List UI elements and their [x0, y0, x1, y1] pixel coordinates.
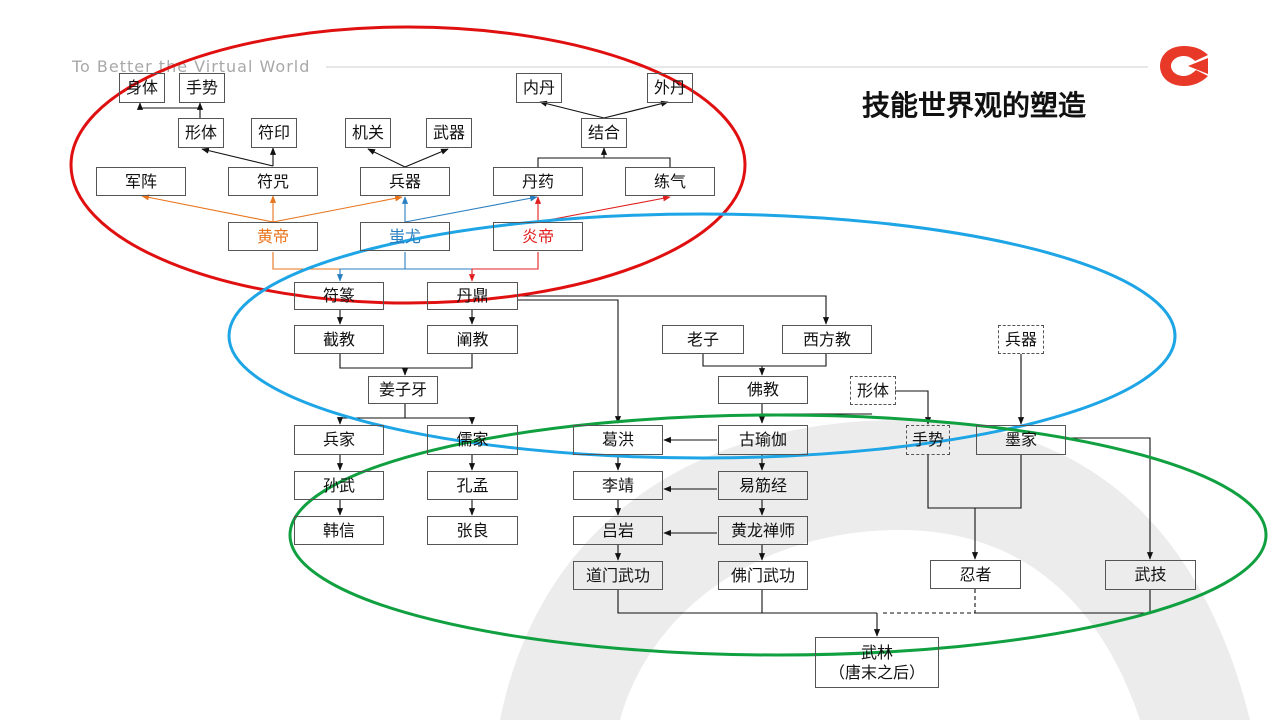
node-mojia: 墨家 — [976, 425, 1066, 455]
node-bingjia: 兵家 — [294, 425, 384, 455]
node-laozi: 老子 — [662, 325, 744, 354]
node-fuyin: 符印 — [251, 118, 297, 148]
node-danding: 丹鼎 — [427, 282, 518, 310]
node-zhangliang: 张良 — [427, 516, 518, 545]
node-shoushi-top: 手势 — [179, 73, 225, 103]
node-sunwu: 孙武 — [294, 471, 384, 500]
node-bingqi-right: 兵器 — [998, 325, 1044, 354]
node-yijinjing: 易筋经 — [718, 471, 808, 500]
ellipse-blue-group — [227, 212, 1177, 460]
node-fuzhuan: 符篆 — [294, 282, 384, 310]
node-kongmeng: 孔孟 — [427, 471, 518, 500]
page-title: 技能世界观的塑造 — [862, 89, 1087, 122]
node-jiangziya: 姜子牙 — [368, 376, 438, 404]
node-shenti: 身体 — [119, 73, 165, 103]
node-gehong: 葛洪 — [573, 425, 663, 455]
node-chanjiao: 阐教 — [427, 325, 518, 354]
node-daomenwugong: 道门武功 — [573, 561, 663, 590]
node-neidan: 内丹 — [516, 73, 562, 103]
node-xingti-right: 形体 — [850, 376, 896, 405]
node-rujia: 儒家 — [427, 425, 518, 455]
node-waidan: 外丹 — [647, 73, 693, 103]
tagline: To Better the Virtual World — [72, 57, 311, 76]
node-fomenwugong: 佛门武功 — [718, 561, 808, 590]
background-swoosh — [500, 420, 1250, 720]
node-shoushi-right: 手势 — [906, 425, 950, 455]
node-fuzhou: 符咒 — [228, 167, 318, 196]
node-junzhen: 军阵 — [96, 167, 186, 196]
node-lianqi: 练气 — [625, 167, 715, 196]
node-guyujia: 古瑜伽 — [718, 425, 808, 455]
node-chiyou: 蚩尤 — [360, 222, 450, 251]
ellipse-green-group — [288, 413, 1268, 657]
node-jiguan: 机关 — [345, 118, 391, 148]
node-wulin-note: （唐末之后） — [828, 662, 925, 682]
node-lijing: 李靖 — [573, 471, 663, 500]
brand-logo-icon — [1160, 46, 1208, 86]
node-huanglongchanshi: 黄龙禅师 — [718, 516, 808, 545]
node-danyao: 丹药 — [493, 167, 583, 196]
node-hanxin: 韩信 — [294, 516, 384, 545]
node-yandi: 炎帝 — [493, 222, 583, 251]
node-wuji: 武技 — [1105, 560, 1196, 590]
node-wulin-label: 武林 — [860, 642, 893, 662]
node-xingti-top: 形体 — [178, 118, 224, 148]
node-wuqi: 武器 — [426, 118, 472, 148]
node-jiehe: 结合 — [581, 118, 627, 148]
node-xifangjiao: 西方教 — [782, 325, 872, 354]
node-jiejiao: 截教 — [294, 325, 384, 354]
node-lvyan: 吕岩 — [573, 516, 663, 545]
node-renzhe: 忍者 — [930, 560, 1021, 589]
ellipse-red-group — [69, 25, 747, 305]
node-huangdi: 黄帝 — [228, 222, 318, 251]
node-fojiao: 佛教 — [718, 376, 808, 404]
node-bingqi-top: 兵器 — [360, 167, 450, 196]
node-wulin: 武林 （唐末之后） — [815, 637, 939, 688]
